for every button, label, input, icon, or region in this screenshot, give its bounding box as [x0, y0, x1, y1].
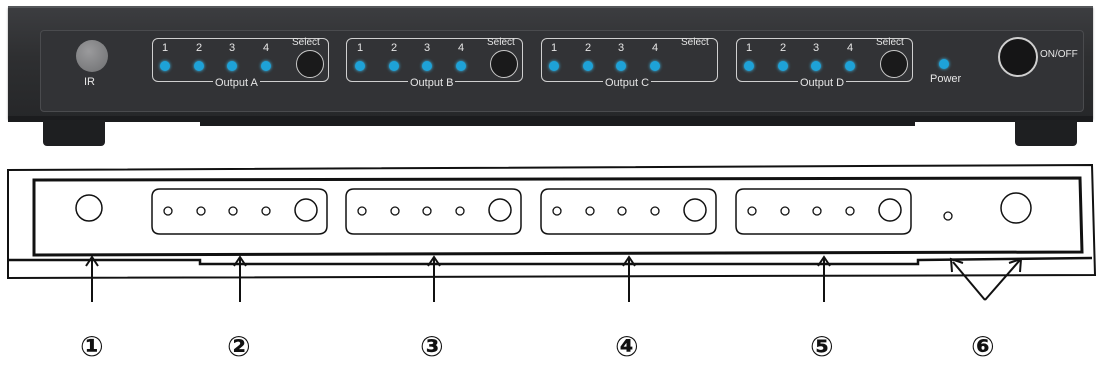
drawing-ir-circle — [75, 194, 103, 222]
drawing-arrows — [85, 255, 1023, 302]
callout-3: ③ — [420, 330, 444, 363]
select-label-c: Select — [681, 37, 709, 48]
led-c-3 — [616, 61, 626, 71]
callout-1: ① — [80, 330, 104, 363]
drawing-power-led — [943, 211, 953, 221]
drawing-panel-outline — [32, 176, 1084, 257]
input-number-2: 2 — [585, 42, 592, 54]
output-a-label: Output A — [213, 77, 260, 89]
select-button-b[interactable] — [490, 50, 518, 78]
input-number-4: 4 — [652, 42, 659, 54]
device-front-photo: IR 1 2 3 4 Select Output A 1 2 3 4 Selec… — [0, 0, 1099, 150]
callout-6: ⑥ — [971, 330, 995, 363]
callout-5: ⑤ — [810, 330, 834, 363]
led-c-1 — [549, 61, 559, 71]
input-number-3: 3 — [618, 42, 625, 54]
input-number-4: 4 — [263, 42, 270, 54]
drawing-power-button — [1000, 192, 1032, 224]
input-number-1: 1 — [162, 42, 169, 54]
output-c-label: Output C — [603, 77, 652, 89]
select-label-a: Select — [292, 37, 320, 48]
chassis-shelf — [200, 122, 915, 126]
led-a-3 — [227, 61, 237, 71]
input-number-3: 3 — [813, 42, 820, 54]
select-label-d: Select — [876, 37, 904, 48]
led-b-2 — [389, 61, 399, 71]
output-d-label: Output D — [798, 77, 847, 89]
output-b-label: Output B — [408, 77, 456, 89]
select-button-d[interactable] — [880, 50, 908, 78]
chassis-lip — [8, 116, 1093, 122]
input-number-2: 2 — [780, 42, 787, 54]
led-b-3 — [422, 61, 432, 71]
power-label: Power — [930, 73, 962, 85]
input-number-3: 3 — [424, 42, 431, 54]
led-d-4 — [845, 61, 855, 71]
input-number-1: 1 — [357, 42, 364, 54]
drawing-group-4 — [540, 188, 717, 235]
led-c-2 — [583, 61, 593, 71]
front-panel-line-drawing — [7, 163, 1097, 302]
onoff-label: ON/OFF — [1040, 49, 1078, 60]
left-foot — [43, 120, 105, 146]
input-number-3: 3 — [229, 42, 236, 54]
select-label-b: Select — [487, 37, 515, 48]
drawing-group-5 — [735, 188, 912, 235]
input-number-1: 1 — [746, 42, 753, 54]
callout-4: ④ — [615, 330, 639, 363]
led-c-4 — [650, 61, 660, 71]
led-a-2 — [194, 61, 204, 71]
select-button-a[interactable] — [296, 50, 324, 78]
drawing-base-strip — [8, 256, 1093, 266]
input-number-2: 2 — [196, 42, 203, 54]
led-d-2 — [778, 61, 788, 71]
input-number-4: 4 — [458, 42, 465, 54]
drawing-group-3 — [345, 188, 522, 235]
led-d-3 — [811, 61, 821, 71]
input-number-4: 4 — [847, 42, 854, 54]
ir-label: IR — [84, 76, 95, 88]
input-number-1: 1 — [551, 42, 558, 54]
callout-2: ② — [227, 330, 251, 363]
power-button[interactable] — [998, 37, 1038, 77]
led-a-1 — [160, 61, 170, 71]
power-led — [939, 59, 949, 69]
drawing-chassis-outline — [7, 163, 1097, 280]
right-foot — [1015, 120, 1077, 146]
drawing-group-2 — [151, 188, 328, 235]
ir-receiver-window — [76, 40, 108, 72]
led-d-1 — [744, 61, 754, 71]
led-a-4 — [261, 61, 271, 71]
led-b-4 — [456, 61, 466, 71]
led-b-1 — [355, 61, 365, 71]
input-number-2: 2 — [391, 42, 398, 54]
